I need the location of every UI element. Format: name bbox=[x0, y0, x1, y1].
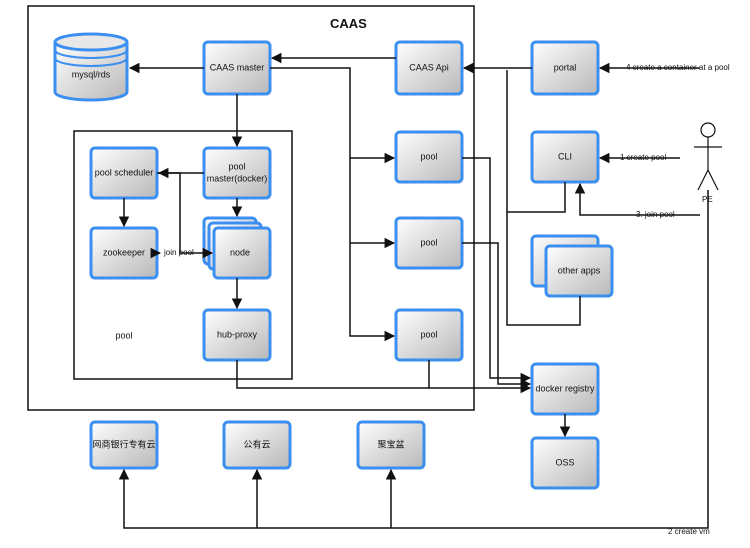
cloud-1-label: 网商银行专有云 bbox=[92, 438, 155, 449]
edge-other-apps-to-api bbox=[506, 212, 581, 326]
node-stack: node bbox=[202, 216, 272, 280]
cloud-3-label: 聚宝盆 bbox=[377, 438, 404, 449]
edge-scheduler-to-node bbox=[157, 172, 214, 259]
cloud-node-2: 公有云 bbox=[222, 420, 292, 470]
node-label: node bbox=[230, 247, 250, 257]
cli-node: CLI bbox=[530, 130, 600, 184]
other-apps-label: other apps bbox=[558, 265, 601, 275]
edge-pool-2-to-registry bbox=[462, 242, 532, 390]
edge-label-join-pool: join pool bbox=[163, 248, 194, 257]
oss-label: OSS bbox=[555, 457, 574, 467]
edge-master-to-pool-1 bbox=[270, 67, 396, 164]
edge-label-create-container: 4 create a container at a pool bbox=[626, 63, 730, 72]
zookeeper-node: zookeeper bbox=[89, 226, 159, 280]
cloud-node-1: 网商银行专有云 bbox=[89, 420, 159, 470]
portal-node: portal bbox=[530, 40, 600, 96]
caas-title: CAAS bbox=[330, 16, 367, 31]
edge-master-to-pool-3 bbox=[349, 243, 396, 342]
edge-label-create-pool: 1 create pool bbox=[620, 153, 666, 162]
other-apps-stack: other apps bbox=[530, 234, 614, 298]
pool-group-label: pool bbox=[115, 330, 132, 340]
hub-proxy-label: hub-proxy bbox=[217, 329, 258, 339]
cli-label: CLI bbox=[558, 151, 572, 161]
oss-node: OSS bbox=[530, 436, 600, 490]
edge-label-join-pool-3: 3. join pool bbox=[636, 210, 675, 219]
pool-3-label: pool bbox=[420, 329, 437, 339]
edge-actor-create-vm-1 bbox=[118, 190, 709, 529]
pool-2-label: pool bbox=[420, 237, 437, 247]
edge-cli-to-api bbox=[506, 70, 566, 213]
pool-master-label-line1: pool bbox=[228, 161, 245, 171]
pool-master-label-line2: master(docker) bbox=[207, 173, 268, 183]
hub-proxy-node: hub-proxy bbox=[202, 308, 272, 362]
pool-1-label: pool bbox=[420, 151, 437, 161]
pool-node-1: pool bbox=[394, 130, 464, 184]
edge-pool-1-to-registry bbox=[462, 157, 532, 384]
pool-scheduler-label: pool scheduler bbox=[95, 167, 154, 177]
cloud-node-3: 聚宝盆 bbox=[356, 420, 426, 470]
caas-api-node: CAAS Api bbox=[394, 40, 464, 96]
pool-scheduler-node: pool scheduler bbox=[89, 146, 159, 200]
caas-master-node: CAAS master bbox=[202, 40, 272, 96]
zookeeper-label: zookeeper bbox=[103, 247, 145, 257]
pool-node-2: pool bbox=[394, 216, 464, 270]
docker-registry-label: docker registry bbox=[535, 383, 595, 393]
caas-master-label: CAAS master bbox=[210, 62, 265, 72]
cloud-2-label: 公有云 bbox=[243, 438, 270, 449]
docker-registry-node: docker registry bbox=[530, 362, 600, 416]
portal-label: portal bbox=[554, 62, 577, 72]
pool-node-3: pool bbox=[394, 308, 464, 362]
edge-label-create-vm: 2 create vm bbox=[668, 527, 710, 536]
caas-api-label: CAAS Api bbox=[409, 62, 449, 72]
edge-actor-join-pool bbox=[574, 182, 700, 216]
mysql-database-icon bbox=[53, 32, 129, 102]
pool-master-node: pool master(docker) bbox=[202, 146, 272, 200]
actor-person-icon bbox=[694, 122, 722, 191]
mysql-label: mysql/rds bbox=[72, 69, 111, 79]
edge-hub-proxy-to-registry bbox=[236, 360, 429, 389]
